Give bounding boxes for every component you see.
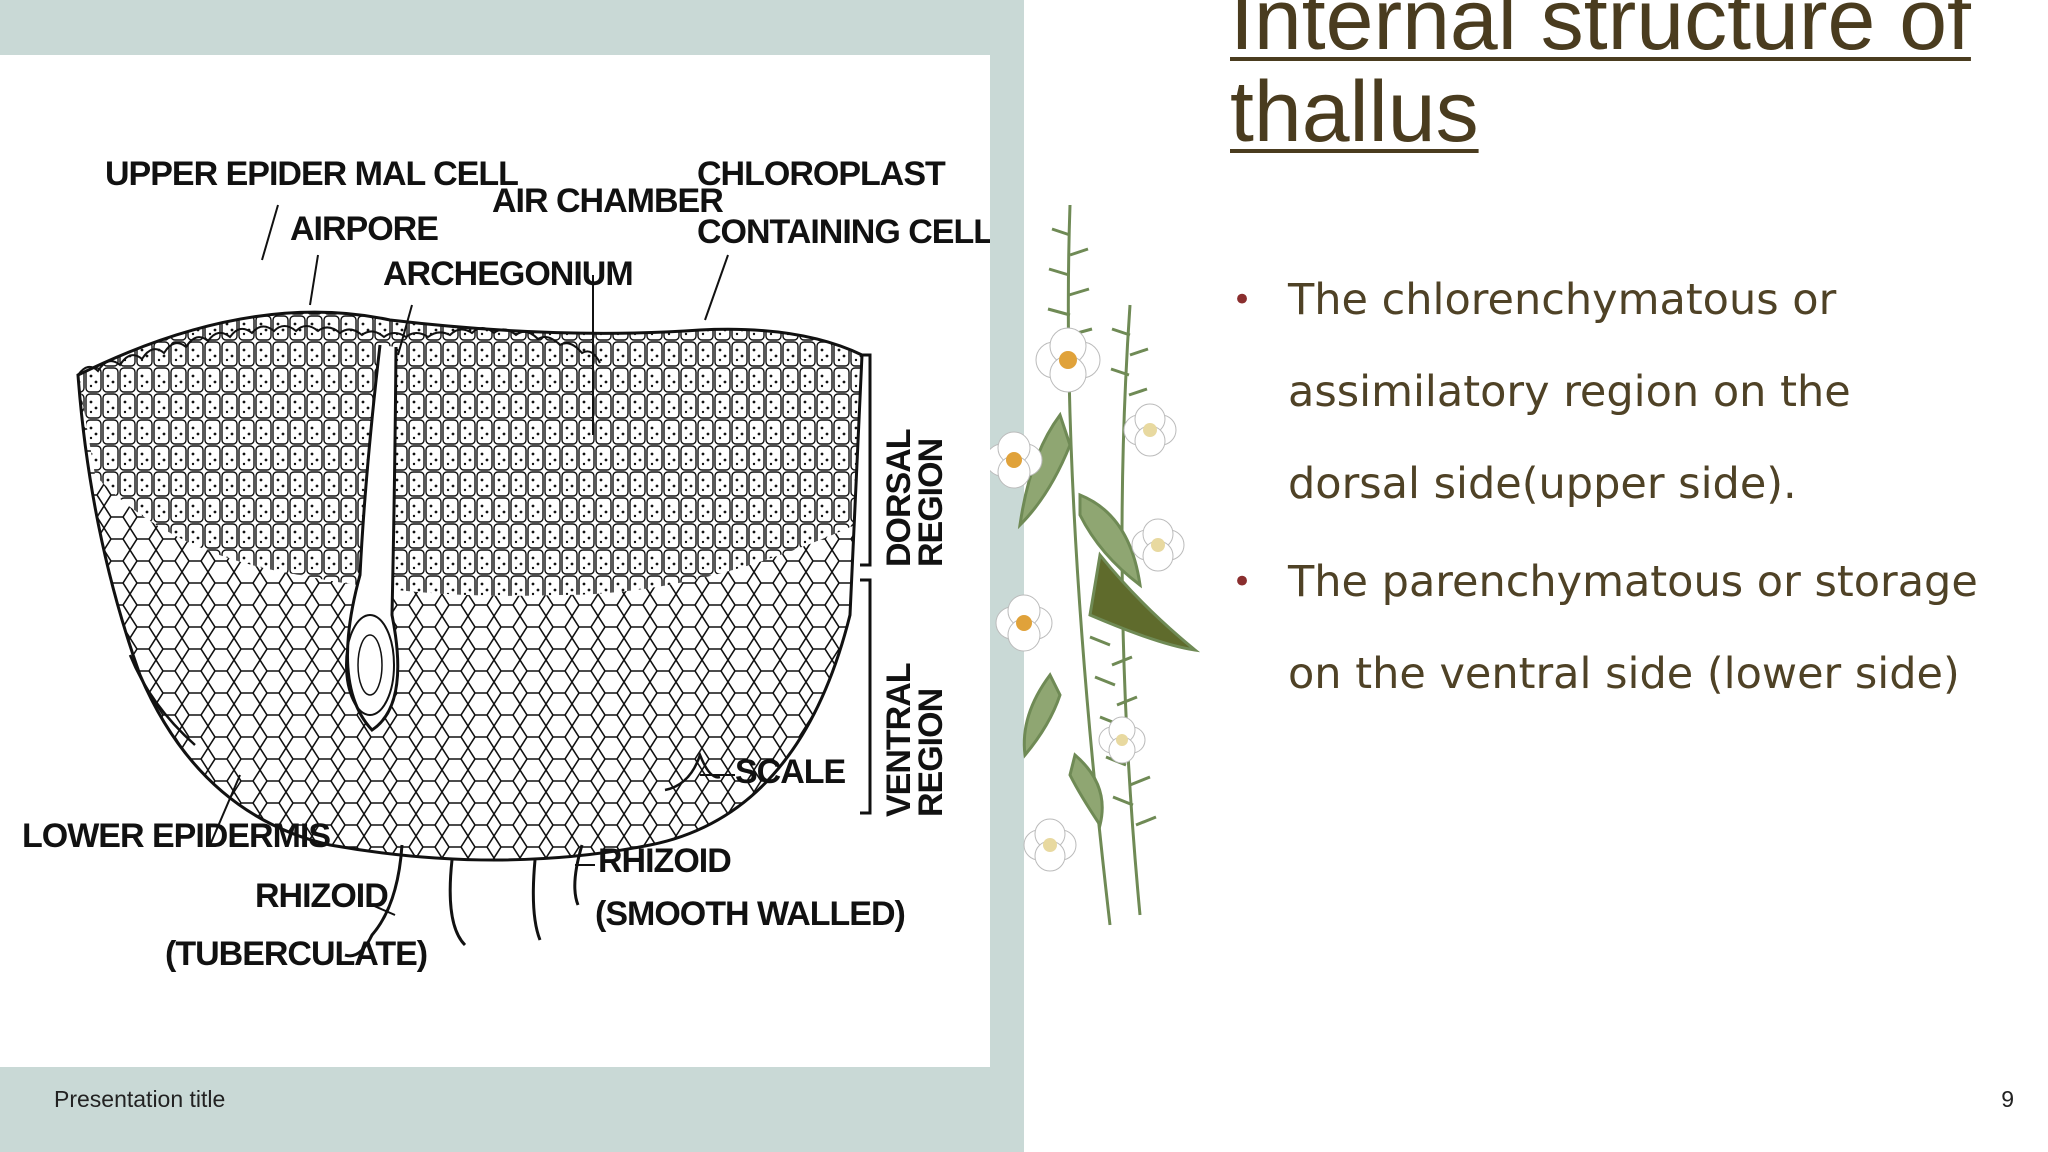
bullet-item: • The parenchymatous or storage on the v…: [1232, 536, 1992, 720]
bullet-list: • The chlorenchymatous or assimilatory r…: [1232, 254, 1992, 726]
slide-title: Internal structure of thallus: [1230, 0, 1971, 160]
label-containing-cells: CONTAINING CELLS: [697, 213, 990, 251]
label-archegonium: ARCHEGONIUM: [383, 255, 633, 293]
label-lower-epidermis: LOWER EPIDERMIS: [22, 817, 330, 855]
thallus-diagram-svg: UPPER EPIDER MAL CELL AIRPORE AIR CHAMBE…: [22, 155, 990, 973]
bullet-text: The parenchymatous or storage on the ven…: [1288, 557, 1978, 699]
label-scale: SCALE: [735, 753, 846, 791]
label-ventral: VENTRAL: [880, 663, 918, 817]
left-panel: UPPER EPIDER MAL CELL AIRPORE AIR CHAMBE…: [0, 0, 1024, 1152]
label-upper-epidermal-cell: UPPER EPIDER MAL CELL: [105, 155, 518, 193]
bullet-dot-icon: •: [1232, 280, 1253, 320]
fern-flower-decoration: [990, 204, 1201, 926]
label-chloroplast: CHLOROPLAST: [697, 155, 946, 193]
bullet-item: • The chlorenchymatous or assimilatory r…: [1232, 254, 1992, 530]
archegonium-shape: [346, 344, 400, 732]
dorsal-tissue: [78, 312, 862, 596]
label-rhizoid-left: RHIZOID: [255, 877, 388, 915]
footer-presentation-title: Presentation title: [54, 1086, 226, 1112]
label-dorsal: DORSAL: [880, 429, 918, 567]
flower-icons: [990, 327, 1185, 872]
label-air-chamber: AIR CHAMBER: [492, 182, 723, 220]
label-smooth-walled: (SMOOTH WALLED): [595, 895, 905, 933]
label-tuberculate: (TUBERCULATE): [165, 935, 427, 973]
bullet-dot-icon: •: [1232, 562, 1253, 602]
label-rhizoid-right: RHIZOID: [598, 842, 731, 880]
bullet-text: The chlorenchymatous or assimilatory reg…: [1288, 275, 1851, 509]
label-dorsal-region: REGION: [912, 439, 950, 567]
label-ventral-region: REGION: [912, 689, 950, 817]
thallus-diagram: UPPER EPIDER MAL CELL AIRPORE AIR CHAMBE…: [0, 55, 990, 1067]
label-airpore: AIRPORE: [290, 210, 438, 248]
page-number: 9: [2001, 1086, 2014, 1112]
